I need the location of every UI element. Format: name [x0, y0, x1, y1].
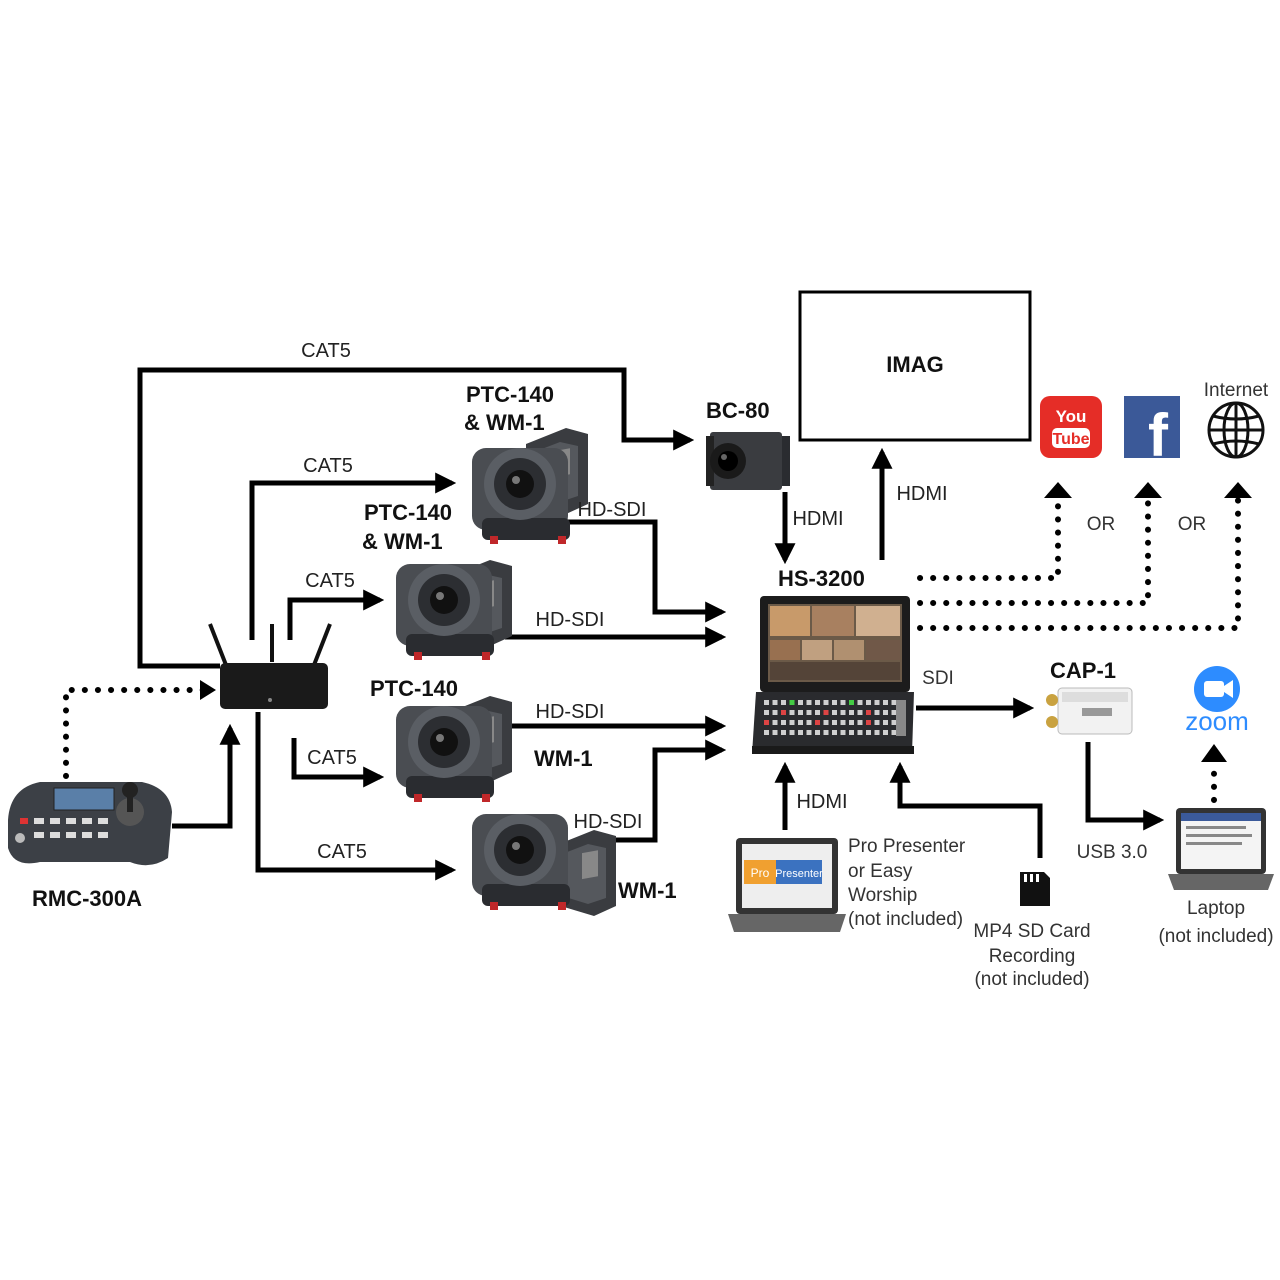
rmc-300a-label: RMC-300A: [32, 886, 142, 911]
cat5-router-bc80-wire: [137, 367, 695, 669]
cat5-router-cam3-wire: [291, 738, 385, 788]
rmc-router-dotted-link: [63, 687, 215, 779]
cat5-cam4-label: CAT5: [317, 841, 367, 863]
bc80-label: BC-80: [706, 398, 770, 423]
cam1-label-line1: PTC-140: [466, 382, 554, 407]
ptc140-camera-1: [472, 428, 588, 544]
svg-text:You: You: [1056, 407, 1087, 426]
cat5-router-cam2-wire: [287, 589, 385, 640]
cat5-cam1-label: CAT5: [303, 455, 353, 477]
cam2-label-line1: PTC-140: [364, 500, 452, 525]
ptc140-camera-3: [396, 696, 512, 802]
streaming-laptop: [1168, 808, 1274, 890]
hdsdi-2-label: HD-SDI: [536, 609, 605, 631]
svg-text:Tube: Tube: [1052, 431, 1089, 448]
stream-internet-dotted: [917, 497, 1241, 631]
cat5-router-cam4-wire: [255, 712, 457, 881]
cat5-top-label: CAT5: [301, 340, 351, 362]
laptop-line2: (not included): [1158, 926, 1273, 947]
imag-screen: [798, 290, 1032, 442]
internet-globe-icon: [1207, 401, 1265, 459]
hdsdi-cam4-wire: [603, 739, 727, 843]
ptc140-camera-2: [396, 560, 512, 660]
svg-text:f: f: [1148, 402, 1169, 469]
bc80-camera: [706, 432, 790, 490]
cam1-label-line2: & WM-1: [464, 410, 545, 435]
rmc-to-router-wire: [172, 723, 241, 829]
imag-label: IMAG: [886, 352, 943, 377]
propresenter-line3: Worship: [848, 885, 917, 906]
hdsdi-1-label: HD-SDI: [578, 499, 647, 521]
usb-wire: [1085, 742, 1165, 831]
propresenter-line2: or Easy: [848, 861, 913, 882]
hdsdi-3-label: HD-SDI: [536, 701, 605, 723]
youtube-icon: You Tube: [1040, 396, 1102, 458]
rmc-300a-controller: [8, 782, 172, 866]
cam3-mount-label: WM-1: [534, 746, 593, 771]
propresenter-line4: (not included): [848, 909, 963, 930]
hs3200-label: HS-3200: [778, 566, 865, 591]
hdmi-imag-label: HDMI: [896, 483, 947, 505]
stream-facebook-dotted: [917, 497, 1151, 606]
hdmi-bc80-label: HDMI: [792, 508, 843, 530]
cam3-label: PTC-140: [370, 676, 458, 701]
sd-line3: (not included): [974, 969, 1089, 990]
cap1-label: CAP-1: [1050, 658, 1116, 683]
propresenter-laptop: Pro Presenter: [728, 838, 846, 932]
hdsdi-4-label: HD-SDI: [574, 811, 643, 833]
cam2-label-line2: & WM-1: [362, 529, 443, 554]
propresenter-line1: Pro Presenter: [848, 836, 966, 857]
hdmi-laptop-label: HDMI: [796, 791, 847, 813]
hdsdi-cam1-wire: [560, 519, 727, 623]
or-label-1: OR: [1087, 514, 1116, 535]
stream-youtube-dotted: [917, 497, 1061, 581]
cat5-router-cam1-wire: [249, 472, 457, 640]
hs3200-button-panel: [764, 700, 906, 736]
svg-text:Presenter: Presenter: [775, 868, 823, 880]
router: [208, 623, 332, 709]
cat5-cam2-label: CAT5: [305, 570, 355, 592]
svg-text:Pro: Pro: [751, 866, 770, 880]
cap1-device: [1046, 687, 1133, 735]
internet-label: Internet: [1204, 380, 1269, 401]
sd-line2: Recording: [989, 946, 1076, 967]
sd-line1: MP4 SD Card: [973, 921, 1090, 942]
laptop-line1: Laptop: [1187, 898, 1245, 919]
or-label-2: OR: [1178, 514, 1207, 535]
facebook-icon: f: [1124, 396, 1180, 469]
sd-card-wire: [889, 761, 1043, 858]
cat5-cam3-label: CAT5: [307, 747, 357, 769]
sdi-label: SDI: [922, 668, 954, 689]
cam4-mount-label: WM-1: [618, 878, 677, 903]
svg-text:zoom: zoom: [1185, 706, 1249, 736]
zoom-icon: zoom: [1185, 666, 1249, 736]
usb-label: USB 3.0: [1077, 842, 1148, 863]
sd-card-icon: [1020, 872, 1050, 906]
